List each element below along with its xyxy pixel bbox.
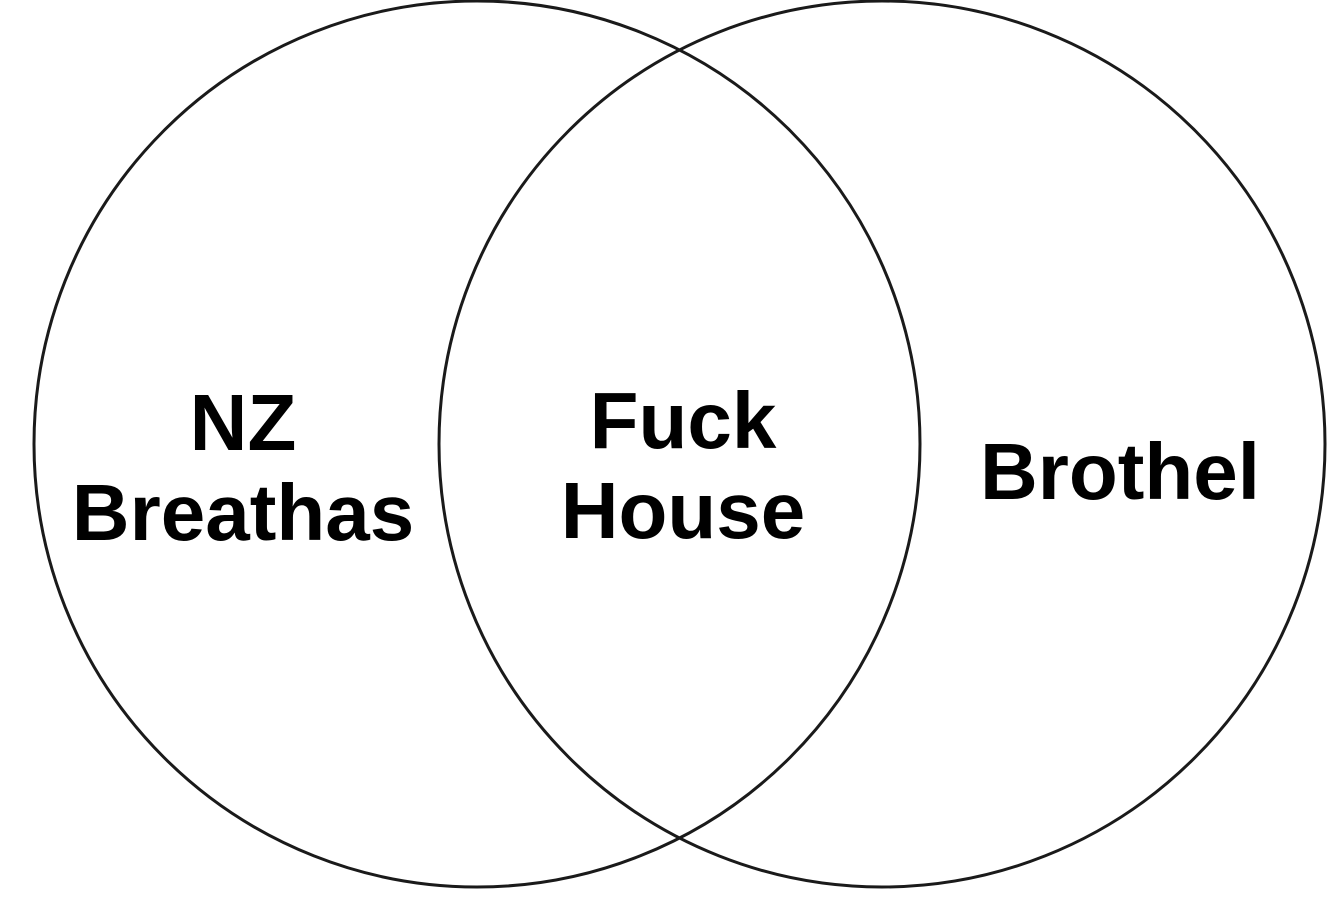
right-circle [437, 0, 1327, 889]
intersection-label-line1: Fuck [589, 376, 777, 465]
left-set-label: NZ Breathas [33, 378, 453, 558]
right-set-label-line1: Brothel [980, 427, 1260, 516]
right-set-label: Brothel [940, 427, 1300, 517]
intersection-label: Fuck House [478, 376, 888, 556]
left-circle [32, 0, 922, 889]
left-set-label-line2: Breathas [71, 468, 415, 557]
left-set-label-line1: NZ [189, 378, 297, 467]
intersection-label-line2: House [560, 466, 806, 555]
